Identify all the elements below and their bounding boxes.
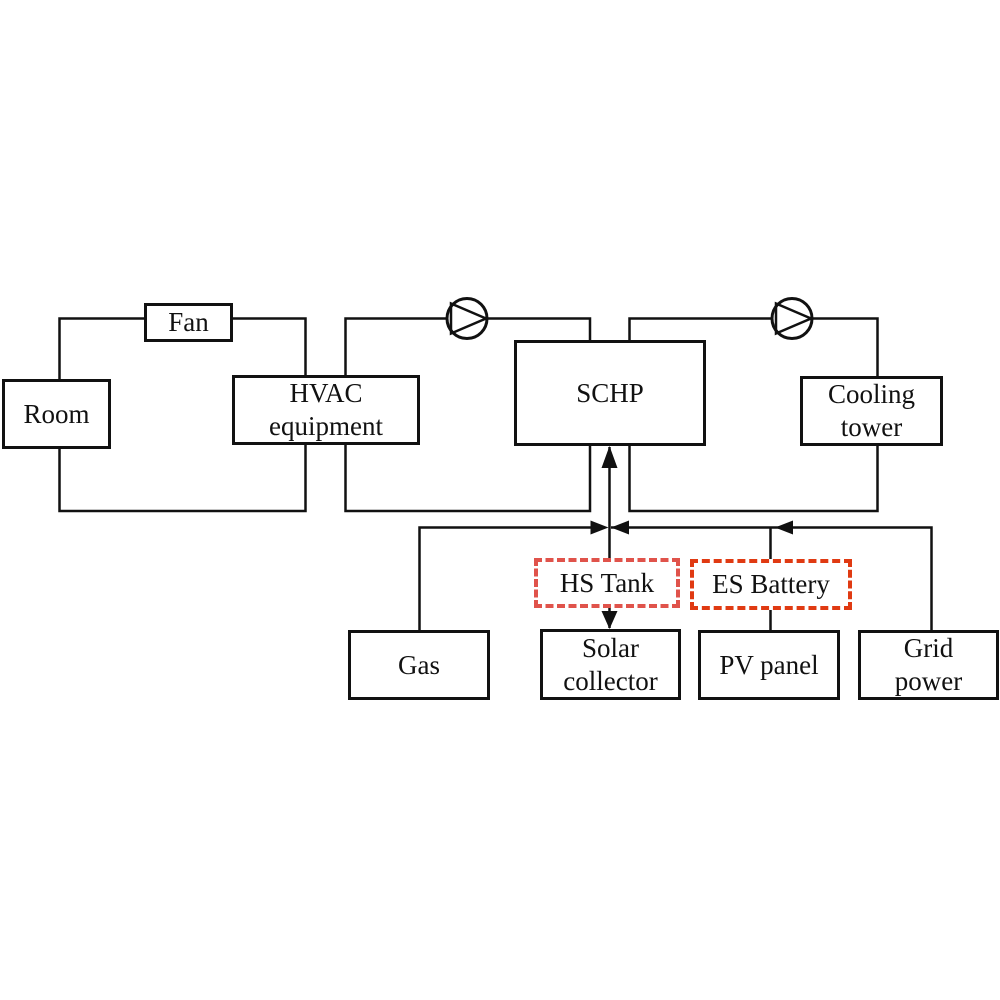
node-grid-power-label: Grid power bbox=[894, 633, 963, 696]
node-schp: SCHP bbox=[514, 340, 706, 446]
node-hs-tank: HS Tank bbox=[534, 558, 680, 608]
arrowhead-down-icon bbox=[601, 611, 618, 629]
node-cooling-tower-label: Cooling tower bbox=[827, 379, 915, 442]
node-solar-collector-label: Solar collector bbox=[563, 632, 658, 696]
node-gas: Gas bbox=[348, 630, 490, 700]
node-grid-power: Grid power bbox=[858, 630, 999, 700]
node-hs-tank-label: HS Tank bbox=[559, 567, 655, 598]
node-pv-panel-label: PV panel bbox=[719, 649, 819, 680]
arrowhead-up-icon bbox=[601, 446, 618, 468]
pump-icon bbox=[770, 297, 815, 340]
arrowhead-left-icon bbox=[775, 520, 793, 535]
node-es-battery-label: ES Battery bbox=[712, 569, 830, 600]
pump-icon bbox=[445, 297, 490, 340]
node-room-label: Room bbox=[23, 398, 90, 429]
arrowhead-right-icon bbox=[590, 520, 609, 535]
node-fan: Fan bbox=[144, 303, 233, 342]
node-cooling-tower: Cooling tower bbox=[800, 376, 943, 446]
node-gas-label: Gas bbox=[398, 649, 440, 680]
node-solar-collector: Solar collector bbox=[540, 629, 681, 700]
node-schp-label: SCHP bbox=[576, 377, 644, 408]
room-hvac-loop-lines bbox=[58, 317, 307, 513]
node-fan-label: Fan bbox=[168, 307, 209, 338]
node-hvac-equipment-label: HVAC equipment bbox=[269, 378, 383, 441]
schp-cooling-loop-lines bbox=[628, 317, 879, 513]
hvac-schp-loop-lines bbox=[344, 317, 592, 513]
node-hvac-equipment: HVAC equipment bbox=[232, 375, 420, 445]
node-es-battery: ES Battery bbox=[690, 559, 852, 610]
arrowhead-left-icon bbox=[611, 520, 629, 535]
node-room: Room bbox=[2, 379, 111, 449]
node-pv-panel: PV panel bbox=[698, 630, 840, 700]
